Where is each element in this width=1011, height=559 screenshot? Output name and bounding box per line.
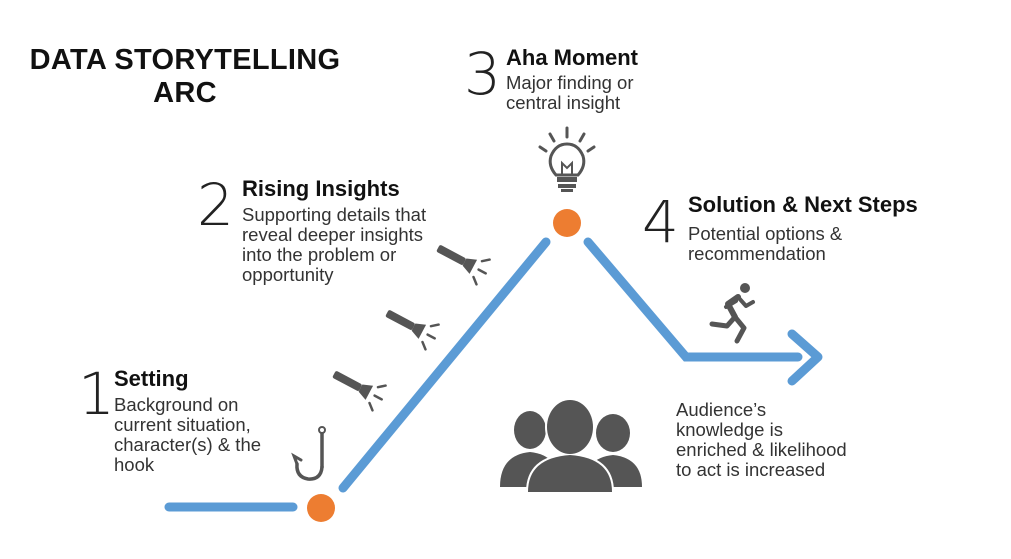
audience-note: Audience’s knowledge is enriched & likel… (676, 399, 847, 480)
stage-2-title: Rising Insights (242, 176, 400, 201)
running-person-icon (709, 283, 755, 344)
stage-1-description: Background on current situation, charact… (114, 394, 262, 475)
arc-line (164, 237, 823, 512)
stage-4-number: 4 (642, 188, 679, 256)
flashlight-icon (385, 310, 440, 351)
flashlight-icon (436, 245, 491, 286)
stage-3-number: 3 (464, 40, 501, 108)
stage-4-description: Potential options & recommendation (688, 223, 843, 264)
stage-3-title: Aha Moment (506, 45, 638, 70)
stage-3-description: Major finding or central insight (506, 72, 634, 113)
diagram-title: DATA STORYTELLING ARC (29, 44, 341, 109)
stage-2-description: Supporting details that reveal deeper in… (242, 204, 427, 285)
aha-dot (553, 209, 581, 237)
stage-1-title: Setting (114, 366, 189, 391)
fishing-hook-icon (291, 426, 326, 481)
stage-4-title: Solution & Next Steps (688, 192, 918, 217)
setting-dot (307, 494, 335, 522)
lightbulb-icon (538, 126, 596, 192)
flashlight-icon (332, 371, 387, 412)
stage-2-number: 2 (197, 171, 234, 239)
audience-group-icon (500, 398, 642, 494)
stage-1-number: 1 (78, 360, 115, 428)
